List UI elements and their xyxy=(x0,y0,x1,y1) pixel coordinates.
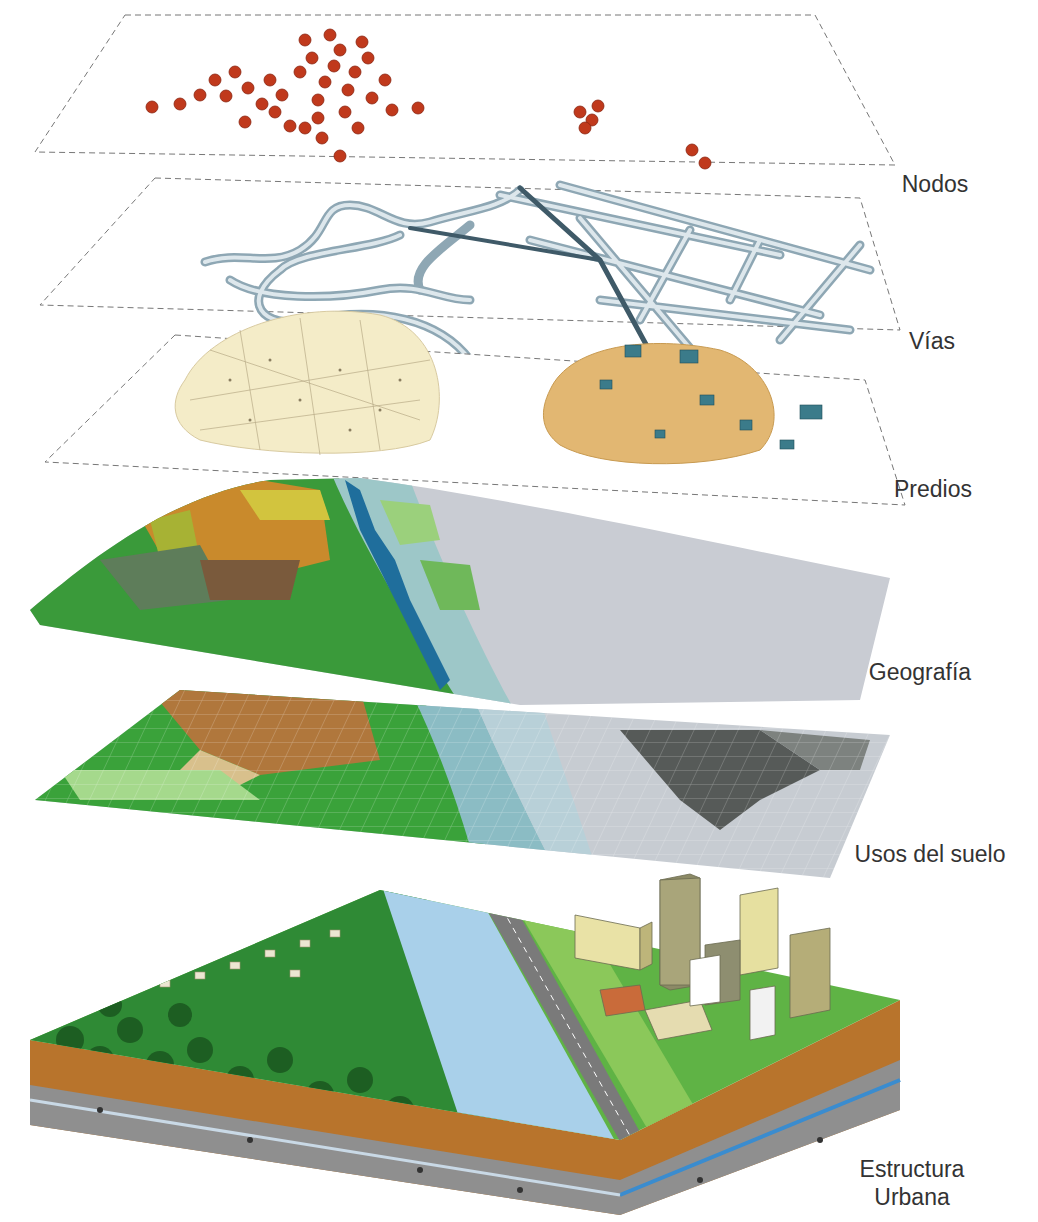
layer-label: Usos del suelo xyxy=(855,841,1006,869)
layer-label: Nodos xyxy=(902,171,968,199)
layer-label: Predios xyxy=(894,476,972,504)
layer-label: Geografía xyxy=(869,659,971,687)
terrain-layer xyxy=(0,460,1038,720)
urban-block xyxy=(0,874,1038,1215)
layer-label: Estructura Urbana xyxy=(842,1156,982,1211)
layer-label: Vías xyxy=(909,328,955,356)
nodes-layer xyxy=(35,15,895,169)
land-use-layer xyxy=(0,680,1038,890)
parcels-layer xyxy=(45,311,905,505)
